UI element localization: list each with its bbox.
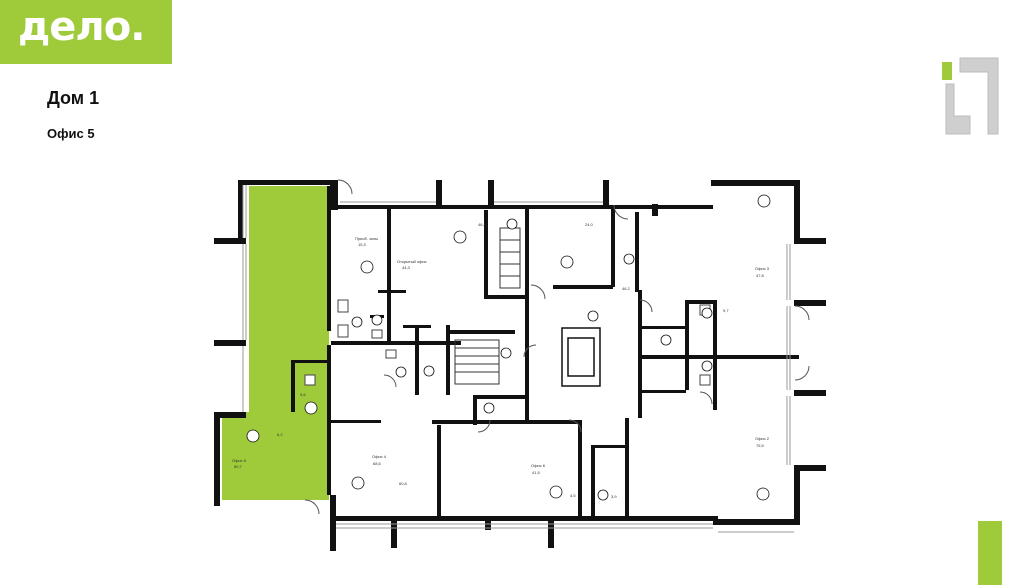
svg-text:68,6: 68,6 <box>373 461 382 466</box>
interior-walls <box>291 207 799 516</box>
windows <box>242 185 794 533</box>
room-tags <box>246 194 771 501</box>
svg-text:75,5: 75,5 <box>756 443 765 448</box>
svg-text:46,4: 46,4 <box>478 222 487 227</box>
svg-text:89,7: 89,7 <box>234 464 243 469</box>
logo-text: дело. <box>18 4 145 50</box>
svg-text:Офис 6: Офис 6 <box>531 463 546 468</box>
highlighted-office-area <box>222 186 329 500</box>
svg-text:Офис 4: Офис 4 <box>372 454 387 459</box>
svg-text:44,3: 44,3 <box>402 265 411 270</box>
elevator <box>561 327 601 387</box>
svg-text:Офис 2: Офис 2 <box>755 436 770 441</box>
key-map-block-left <box>945 83 971 135</box>
svg-text:6,2: 6,2 <box>277 432 283 437</box>
building-key-map <box>942 57 999 135</box>
svg-text:24,0: 24,0 <box>585 222 594 227</box>
brand-logo: дело. <box>0 0 172 64</box>
office-title: Офис 5 <box>47 126 95 141</box>
house-title: Дом 1 <box>47 88 100 108</box>
svg-text:Открытый офис: Открытый офис <box>397 259 427 264</box>
key-map-block-right <box>959 57 999 135</box>
svg-text:46,2: 46,2 <box>622 286 631 291</box>
corner-accent <box>978 521 1002 585</box>
key-map-highlight <box>942 62 952 80</box>
svg-text:60,8: 60,8 <box>399 481 408 486</box>
svg-text:9,6: 9,6 <box>300 392 306 397</box>
doors <box>304 179 810 515</box>
svg-text:9,7: 9,7 <box>723 308 729 313</box>
svg-text:Офис 3: Офис 3 <box>755 266 770 271</box>
svg-text:41,5: 41,5 <box>532 470 541 475</box>
svg-text:Приоб. зоны: Приоб. зоны <box>355 236 378 241</box>
room-text: Приоб. зоны 15,3 Открытый офис 44,3 Офис… <box>232 222 770 499</box>
svg-text:4,5: 4,5 <box>570 493 576 498</box>
svg-text:3,9: 3,9 <box>611 494 617 499</box>
svg-text:47,8: 47,8 <box>756 273 765 278</box>
svg-text:15,3: 15,3 <box>358 242 367 247</box>
exterior-walls <box>214 180 826 551</box>
svg-text:Офис 5: Офис 5 <box>232 458 247 463</box>
